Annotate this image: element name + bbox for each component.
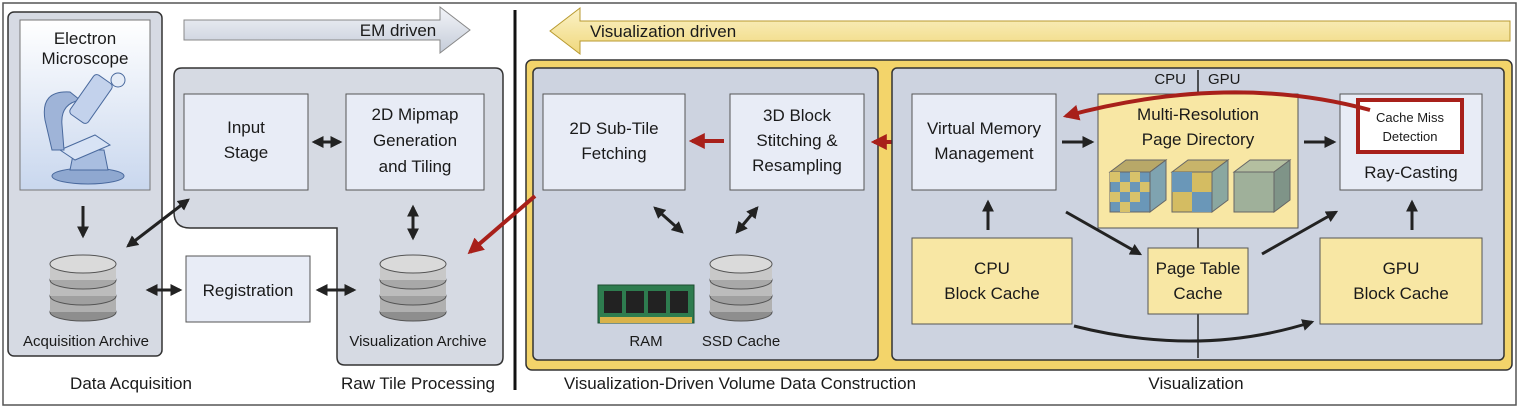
cpu-cache-label-2: Block Cache bbox=[944, 284, 1039, 303]
page-directory-label-1: Multi-Resolution bbox=[1137, 105, 1259, 124]
gpu-cache-label-2: Block Cache bbox=[1353, 284, 1448, 303]
visualization-archive-db-icon bbox=[379, 254, 447, 322]
acquisition-archive-label: Acquisition Archive bbox=[23, 333, 149, 350]
visualization-driven-label: Visualization driven bbox=[590, 22, 736, 41]
cpu-label: CPU bbox=[1154, 71, 1186, 88]
stitching-label-3: Resampling bbox=[752, 156, 842, 175]
visualization-title: Visualization bbox=[1148, 374, 1243, 393]
stitching-box bbox=[729, 93, 865, 191]
cpu-cache-label-1: CPU bbox=[974, 259, 1010, 278]
vmm-label-1: Virtual Memory bbox=[927, 119, 1041, 138]
mipmap-label-2: Generation bbox=[373, 131, 457, 150]
input-stage-label-2: Stage bbox=[224, 143, 268, 162]
ram-module-icon bbox=[597, 284, 695, 324]
subtile-label-1: 2D Sub-Tile bbox=[569, 119, 658, 138]
registration-label: Registration bbox=[203, 281, 294, 300]
microscope-label-1: Electron bbox=[54, 29, 116, 48]
subtile-ram-arrow bbox=[653, 206, 684, 234]
vmm-label-2: Management bbox=[934, 144, 1034, 163]
em-driven-arrow: EM driven bbox=[183, 5, 471, 55]
mipmap-label-1: 2D Mipmap bbox=[372, 105, 459, 124]
ram-label: RAM bbox=[629, 333, 662, 350]
mipmap-label-3: and Tiling bbox=[379, 157, 452, 176]
subtile-label-2: Fetching bbox=[581, 144, 646, 163]
acquisition-archive-db-icon bbox=[49, 254, 117, 322]
subtile-to-vis-archive-arrow bbox=[467, 194, 537, 255]
page-directory-label-2: Page Directory bbox=[1142, 130, 1255, 149]
mipmap-box bbox=[345, 93, 485, 191]
raw-tile-processing-title: Raw Tile Processing bbox=[341, 374, 495, 393]
page-table-cache-box bbox=[1147, 247, 1249, 315]
visualization-driven-arrow: Visualization driven bbox=[549, 6, 1511, 56]
cache-miss-label-2: Detection bbox=[1383, 129, 1438, 144]
cpu-block-cache-box bbox=[911, 237, 1073, 325]
stitching-ssd-arrow bbox=[735, 206, 759, 234]
gpu-label: GPU bbox=[1208, 71, 1241, 88]
input-stage-label-1: Input bbox=[227, 118, 265, 137]
fine-resolution-cube-icon bbox=[1108, 159, 1168, 213]
em-driven-label: EM driven bbox=[360, 21, 437, 40]
gpu-cache-label-1: GPU bbox=[1383, 259, 1420, 278]
vmm-box bbox=[911, 93, 1057, 191]
page-table-to-raycasting-arrow bbox=[1261, 210, 1339, 256]
data-acquisition-title: Data Acquisition bbox=[70, 374, 192, 393]
visualization-archive-label: Visualization Archive bbox=[349, 333, 486, 350]
ray-casting-label: Ray-Casting bbox=[1364, 163, 1458, 182]
page-table-label-2: Cache bbox=[1173, 284, 1222, 303]
archive-input-arrow bbox=[126, 198, 190, 248]
cache-miss-detection-box bbox=[1356, 98, 1464, 154]
microscope-label-2: Microscope bbox=[42, 49, 129, 68]
gpu-block-cache-box bbox=[1319, 237, 1483, 325]
page-table-label-1: Page Table bbox=[1156, 259, 1241, 278]
cpu-cache-to-gpu-cache-arrow bbox=[1073, 319, 1315, 343]
input-stage-box bbox=[183, 93, 309, 191]
ssd-cache-label: SSD Cache bbox=[702, 333, 780, 350]
vmm-to-page-table-arrow bbox=[1065, 210, 1143, 256]
subtile-fetching-box bbox=[542, 93, 686, 191]
stitching-label-2: Stitching & bbox=[756, 131, 838, 150]
registration-box bbox=[185, 255, 311, 323]
medium-resolution-cube-icon bbox=[1170, 159, 1230, 213]
microscope-icon bbox=[43, 72, 126, 185]
construction-title: Visualization-Driven Volume Data Constru… bbox=[564, 374, 916, 393]
coarse-resolution-cube-icon bbox=[1232, 159, 1292, 213]
cache-miss-to-vmm-arrow bbox=[1062, 90, 1371, 121]
stitching-label-1: 3D Block bbox=[763, 106, 832, 125]
ssd-cache-db-icon bbox=[709, 254, 773, 322]
cache-miss-label-1: Cache Miss bbox=[1376, 110, 1444, 125]
